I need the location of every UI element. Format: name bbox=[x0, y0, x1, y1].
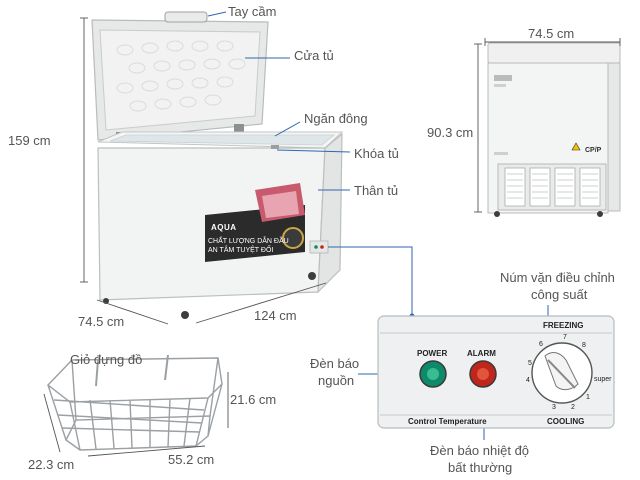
alarm-light-label-line1: Đèn báo nhiệt độ bbox=[430, 443, 530, 458]
side-height-dimension: 90.3 cm bbox=[427, 125, 474, 140]
freezing-label: FREEZING bbox=[543, 321, 584, 330]
handle-label: Tay cầm bbox=[228, 4, 277, 19]
dial-number-4: 4 bbox=[526, 377, 530, 384]
lock-label: Khóa tủ bbox=[354, 146, 399, 161]
dial-number-1: 1 bbox=[586, 394, 590, 401]
brand-logo: AQUA bbox=[211, 223, 237, 232]
freezer-compartment-label: Ngăn đông bbox=[304, 111, 368, 126]
power-knob-label-line1: Núm vặn điều chỉnh bbox=[500, 270, 615, 285]
sticker-slogan-line2: AN TÂM TUYỆT ĐỐI bbox=[208, 247, 274, 254]
depth-dimension: 74.5 cm bbox=[78, 314, 125, 329]
cooling-label: COOLING bbox=[547, 417, 585, 426]
freezer-front-view bbox=[91, 11, 344, 319]
side-width-dimension: 74.5 cm bbox=[528, 26, 575, 41]
alarm-light-label-line2: bất thường bbox=[448, 460, 513, 475]
freezer-lid bbox=[91, 11, 269, 142]
power-light-label-line1: Đèn báo bbox=[310, 356, 360, 371]
sticker-slogan-line1: CHẤT LƯỢNG DẪN ĐẦU bbox=[208, 238, 289, 245]
dial-number-5: 5 bbox=[528, 360, 532, 367]
dial-number-3: 3 bbox=[552, 404, 556, 411]
dial-number-7: 7 bbox=[563, 334, 567, 341]
brand-sticker bbox=[205, 183, 305, 262]
basket-label: Giỏ đựng đồ bbox=[70, 352, 143, 367]
dimension-lines bbox=[43, 17, 621, 457]
control-panel-closeup bbox=[377, 315, 615, 429]
body-label: Thân tủ bbox=[354, 183, 399, 198]
basket-height-dimension: 21.6 cm bbox=[230, 392, 277, 407]
control-temperature-label: Control Temperature bbox=[408, 417, 487, 426]
cpip-mark: CP/P bbox=[585, 147, 602, 154]
dial-number-8: 8 bbox=[582, 342, 586, 349]
super-label: super bbox=[594, 376, 612, 383]
door-label: Cửa tủ bbox=[294, 48, 334, 63]
handle-shape bbox=[164, 11, 208, 23]
height-dimension: 159 cm bbox=[8, 133, 51, 148]
freezer-side-view bbox=[487, 42, 621, 217]
dial-number-2: 2 bbox=[571, 404, 575, 411]
power-light-label-line2: nguồn bbox=[318, 373, 355, 388]
alarm-text: ALARM bbox=[467, 349, 496, 358]
dial-number-6: 6 bbox=[539, 341, 543, 348]
basket-drawing bbox=[46, 357, 223, 451]
basket-width-dimension: 55.2 cm bbox=[168, 452, 215, 467]
power-knob-label-line2: công suất bbox=[531, 287, 588, 302]
basket-depth-dimension: 22.3 cm bbox=[28, 457, 75, 472]
power-text: POWER bbox=[417, 349, 448, 358]
width-dimension: 124 cm bbox=[254, 308, 297, 323]
